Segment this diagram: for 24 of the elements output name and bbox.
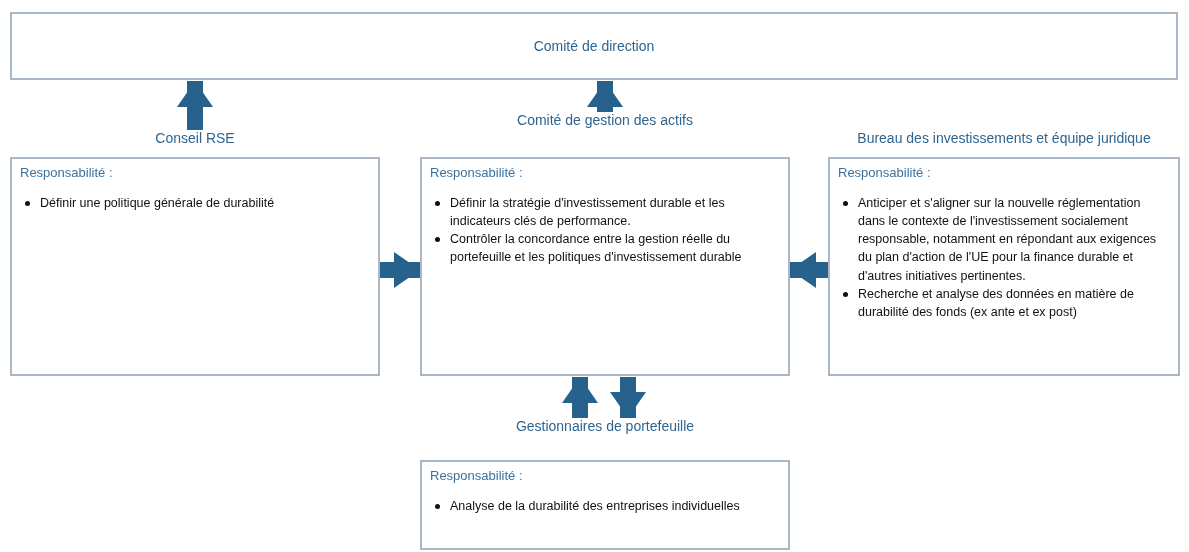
block-arrow: [380, 252, 420, 288]
committee-box: [10, 12, 1178, 80]
card-heading: Responsabilité :: [838, 165, 932, 180]
block-arrow: [587, 81, 623, 112]
unit-heading: Conseil RSE: [154, 130, 236, 146]
unit-group: [420, 418, 790, 550]
block-arrow: [562, 377, 598, 418]
block-arrow: [177, 81, 213, 130]
card-heading: Responsabilité :: [430, 165, 524, 180]
bullet-item: Contrôler la concordance entre la gestion réelle du portefeuille et les politiques d'investissement durable: [450, 232, 742, 265]
bullet-item: Recherche et analyse des données en matière de durabilité des fonds (ex ante et ex post): [858, 286, 1134, 319]
bullet-item: Analyse de la durabilité des entreprises individuelles: [450, 499, 740, 513]
bullet-item: Définir la stratégie d'investissement durable et les indicateurs clés de performance.: [450, 196, 725, 229]
card-heading: Responsabilité :: [20, 165, 114, 180]
bullet-item: Anticiper et s'aligner sur la nouvelle réglementation dans le contexte de l'investissement socialement responsable, notamment en répondant aux exigences du plan d'action de l'UE pour la finance durable et d'autres initiatives pertinentes.: [858, 196, 1157, 283]
unit-heading: Bureau des investissements et équipe juridique: [856, 130, 1152, 146]
committee-title: Comité de direction: [533, 38, 655, 54]
unit-group: [420, 112, 790, 376]
unit-heading: Gestionnaires de portefeuille: [514, 418, 696, 434]
unit-heading: Comité de gestion des actifs: [516, 112, 694, 128]
card-heading: Responsabilité :: [430, 468, 524, 483]
bullet-item: Définir une politique générale de durabilité: [40, 196, 275, 210]
block-arrow: [610, 377, 646, 418]
block-arrow: [790, 252, 828, 288]
